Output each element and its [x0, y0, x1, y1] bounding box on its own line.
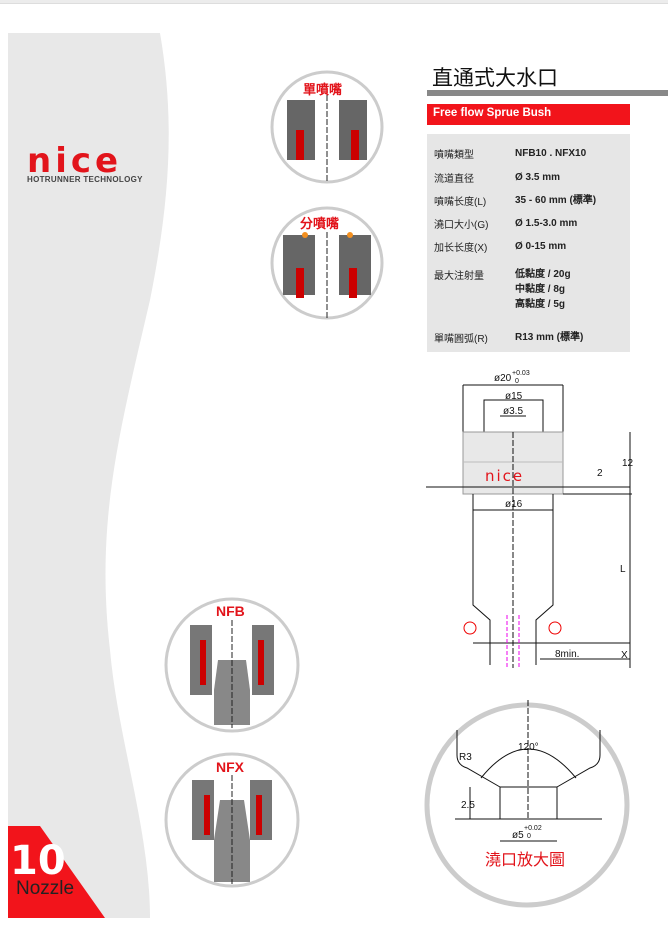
gate-enlarged-detail: 120° R3 2.5 ø5 +0.02 0 [424, 700, 630, 908]
page-number: 10 [10, 838, 66, 884]
h12-dim: 12 [622, 458, 634, 469]
nfx-label: NFX [216, 759, 244, 775]
spec-table: 噴嘴類型 NFB10 . NFX10 流道直径 Ø 3.5 mm 噴嘴长度(L) 35… [427, 134, 630, 352]
r3-dim: R3 [459, 752, 472, 763]
page-title: 直通式大水口 [432, 66, 558, 90]
logo-wordmark: nice [27, 141, 123, 181]
spec-value: R13 mm (標準) [515, 330, 583, 345]
subtitle-bar: Free flow Sprue Bush [427, 104, 630, 125]
technical-drawing: nice ø20 +0.03 0 ø15 ø3.5 ø16 12 2 L X 8… [426, 370, 634, 668]
section-name: Nozzle [16, 878, 75, 899]
d5-tol-upper: +0.02 [524, 825, 542, 832]
spec-label: 單嘴圓弧(R) [434, 334, 488, 345]
spec-value: 低黏度 / 20g 中黏度 / 8g 高黏度 / 5g [515, 267, 571, 312]
h2-dim: 2 [597, 468, 603, 479]
title-underline [427, 90, 668, 96]
d35-dim: ø3.5 [503, 406, 523, 417]
min8-dim: 8min. [555, 649, 579, 660]
spec-value: NFB10 . NFX10 [515, 146, 586, 161]
spec-value-line: Ø 3.5 mm [515, 172, 561, 183]
d20-dim: ø20 [494, 373, 512, 384]
d5-dim: ø5 [512, 830, 524, 841]
spec-label: 流道直径 [434, 174, 474, 185]
brand-logo: nice HOTRUNNER TECHNOLOGY [27, 141, 157, 184]
spec-label: 最大注射量 [434, 271, 484, 282]
h25-dim: 2.5 [461, 800, 475, 811]
drawing-logo: nice [485, 467, 524, 485]
spec-value-line: NFB10 . NFX10 [515, 148, 587, 159]
logo-tagline: HOTRUNNER TECHNOLOGY [27, 175, 143, 184]
d16-dim: ø16 [505, 499, 523, 510]
multi-nozzle-label: 分噴嘴 [300, 216, 340, 231]
d5-tol-lower: 0 [527, 833, 531, 840]
spec-label: 噴嘴類型 [434, 150, 474, 161]
L-dim: L [620, 564, 626, 575]
spec-label: 加长长度(X) [434, 243, 488, 254]
spec-value-line: 高黏度 / 5g [515, 299, 566, 310]
gate-enlarged-label: 澆口放大圖 [485, 852, 566, 869]
spec-value-line: 低黏度 / 20g [515, 269, 571, 280]
spec-value: Ø 3.5 mm [515, 170, 560, 185]
X-dim: X [621, 650, 628, 661]
spec-label: 噴嘴长度(L) [434, 197, 487, 208]
nfb-label: NFB [216, 603, 245, 619]
spec-value: Ø 1.5-3.0 mm [515, 216, 577, 231]
spec-value-line: 中黏度 / 8g [515, 284, 566, 295]
spec-value-line: 35 - 60 mm (標準) [515, 195, 597, 206]
d20-tol-upper: +0.03 [512, 370, 530, 377]
spec-value-line: R13 mm (標準) [515, 332, 584, 343]
nfb-detail [164, 597, 300, 733]
nfx-detail [164, 752, 300, 888]
spec-value: 35 - 60 mm (標準) [515, 193, 596, 208]
single-nozzle-label: 單噴嘴 [303, 82, 343, 97]
d20-tol-lower: 0 [515, 378, 519, 385]
spec-value-line: Ø 1.5-3.0 mm [515, 218, 578, 229]
top-border [0, 0, 668, 4]
spec-value-line: Ø 0-15 mm [515, 241, 567, 252]
d15-dim: ø15 [505, 391, 523, 402]
angle-dim: 120° [518, 742, 539, 753]
multi-nozzle-detail [270, 206, 384, 320]
spec-value: Ø 0-15 mm [515, 239, 566, 254]
spec-label: 澆口大小(G) [434, 220, 489, 231]
single-nozzle-detail [270, 70, 384, 184]
